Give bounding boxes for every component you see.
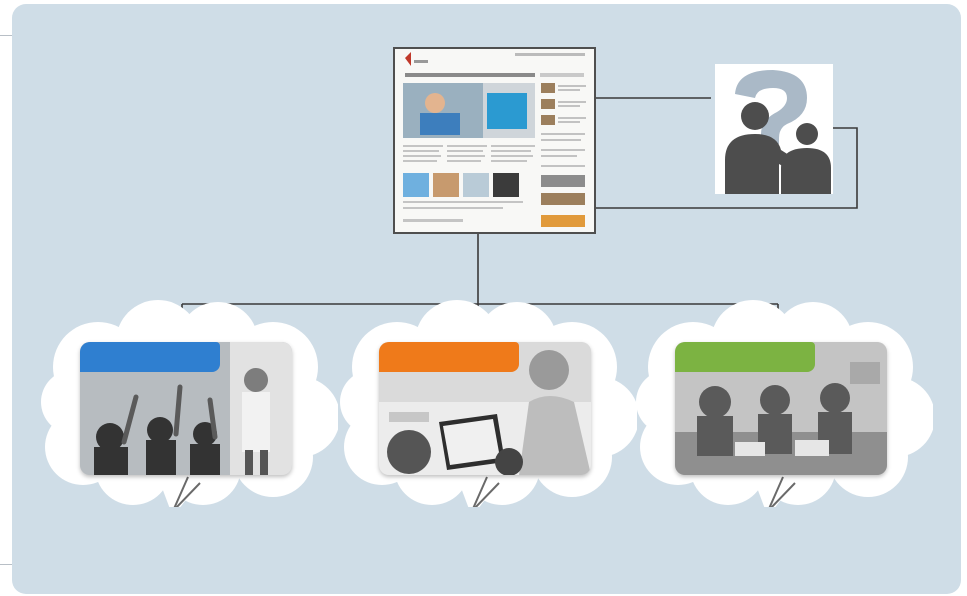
category-tab-orange	[379, 342, 519, 372]
photo-classroom-raised-hands	[80, 342, 292, 475]
category-bubble-group-learning	[633, 297, 933, 507]
category-bubble-classroom	[38, 297, 338, 507]
people-question-icon	[715, 64, 833, 194]
category-bubble-collaboration	[337, 297, 637, 507]
photo-group-table-learning	[675, 342, 887, 475]
left-divider-top	[0, 35, 14, 36]
connector-help-loop	[596, 127, 858, 209]
left-divider-bottom	[0, 564, 14, 565]
diagram-panel	[12, 4, 961, 594]
website-screenshot	[393, 47, 596, 234]
photo-tablet-collaboration	[379, 342, 591, 475]
group-learning-photo-graphic	[675, 342, 887, 475]
collaboration-photo-graphic	[379, 342, 591, 475]
category-tab-green	[675, 342, 815, 372]
website-thumbnail-graphic	[395, 49, 594, 232]
category-tab-blue	[80, 342, 220, 372]
people-question-graphic	[725, 70, 831, 194]
